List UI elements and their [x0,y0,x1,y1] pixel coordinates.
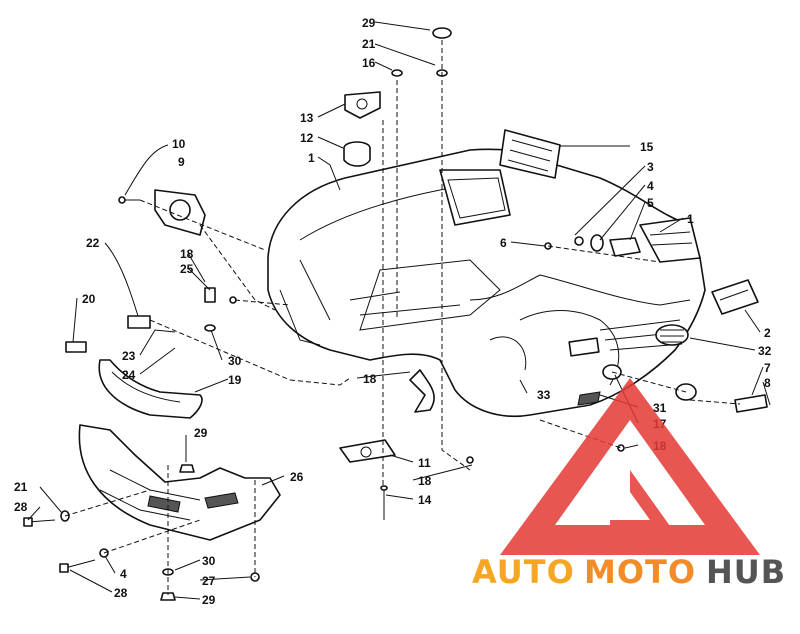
belly-pan-part [267,148,706,418]
callout-18-lower: 18 [418,474,432,488]
callout-12: 12 [300,131,314,145]
grommet-part [343,141,371,167]
latch-part [574,234,641,257]
rod-part [380,485,388,520]
callout-1-right: 1 [687,212,694,226]
callout-6: 6 [500,236,507,250]
callout-30: 30 [228,354,242,368]
vent-panel-part [499,129,561,179]
watermark-text-auto: AUTO [472,553,575,591]
callout-9: 9 [178,155,185,169]
callout-7: 7 [764,361,771,375]
callout-31: 31 [653,401,667,415]
callout-20: 20 [82,292,96,306]
callout-11: 11 [418,456,431,470]
callout-8: 8 [764,376,771,390]
cover-plate-part [339,439,396,463]
callout-4: 4 [647,179,654,193]
callout-23: 23 [122,349,136,363]
callout-10: 10 [172,137,186,151]
callout-21: 21 [362,37,376,51]
callout-29: 29 [362,16,376,30]
leader-lines [27,21,771,600]
callout-1: 1 [308,151,315,165]
decal-part [711,279,759,315]
side-panel-part [439,169,511,226]
callout-5: 5 [647,196,654,210]
callout-26: 26 [290,470,304,484]
callout-18-center: 18 [363,372,377,386]
callout-29-lower: 29 [194,426,208,440]
callout-19: 19 [228,373,242,387]
callout-24: 24 [122,368,136,382]
callout-22: 22 [86,236,100,250]
bumper-handle-part [98,359,203,419]
callout-2: 2 [764,326,771,340]
callout-29-bottom: 29 [202,593,216,607]
clip-bracket-part [65,315,151,353]
watermark-text-hub: HUB [706,553,786,591]
callout-25: 25 [180,262,194,276]
callout-4-lower: 4 [120,567,127,581]
callout-3: 3 [647,160,654,174]
assembly-lines [64,40,741,595]
callout-13: 13 [300,111,314,125]
callout-16: 16 [362,56,376,70]
callout-21-left: 21 [14,480,28,494]
callout-28: 28 [14,500,28,514]
mount-bracket-part [154,189,206,236]
rear-plate-part [734,394,768,413]
watermark-logo [500,378,760,555]
bolts-part [23,196,625,601]
plate-part [344,91,381,119]
watermark-inner-mark-icon [610,470,680,540]
callout-14: 14 [418,493,432,507]
callout-labels: 29 21 16 13 12 1 15 10 9 3 4 5 1 6 22 18… [14,16,772,607]
callout-28-lower: 28 [114,586,128,600]
watermark-text-moto: MOTO [584,553,696,591]
callout-33: 33 [537,388,551,402]
callout-32: 32 [758,344,772,358]
callout-30-lower: 30 [202,554,216,568]
callout-27: 27 [202,574,216,588]
skid-plate-part [78,424,281,541]
watermark-triangle-icon [500,378,760,555]
callout-15: 15 [640,140,654,154]
callout-18: 18 [180,247,194,261]
